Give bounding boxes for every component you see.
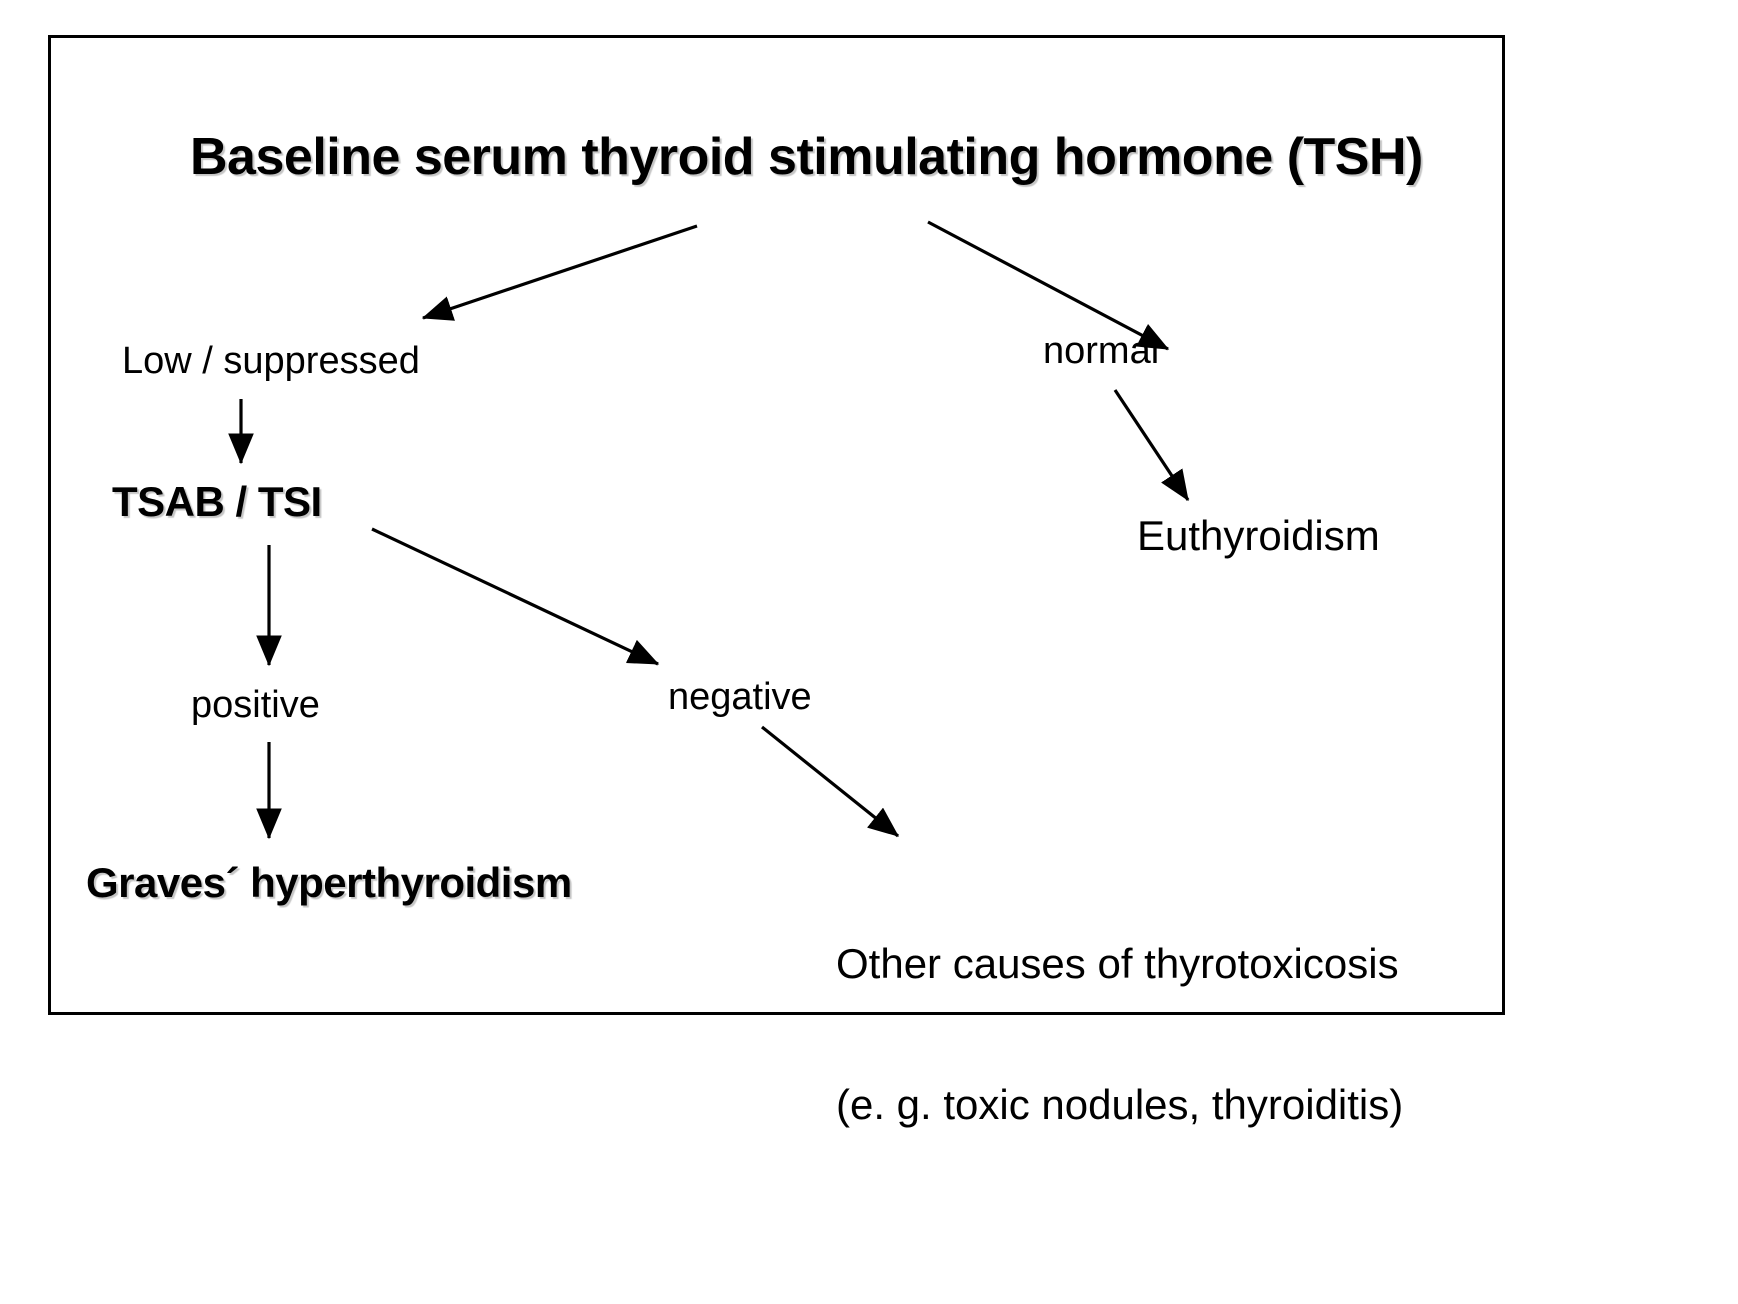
edge-label-positive: positive xyxy=(191,684,320,726)
node-graves-hyperthyroidism: Graves´ hyperthyroidism xyxy=(86,859,572,906)
node-euthyroidism: Euthyroidism xyxy=(1137,512,1380,559)
flowchart-frame xyxy=(48,35,1505,1015)
node-other-causes-line2: (e. g. toxic nodules, thyroiditis) xyxy=(836,1081,1404,1129)
node-other-causes: Other causes of thyrotoxicosis (e. g. to… xyxy=(836,846,1403,1222)
edge-label-low-suppressed: Low / suppressed xyxy=(122,340,420,382)
edge-label-normal: normal xyxy=(1043,330,1160,372)
node-other-causes-line1: Other causes of thyrotoxicosis xyxy=(836,940,1399,988)
node-tsab-tsi: TSAB / TSI xyxy=(112,478,322,525)
node-baseline-tsh: Baseline serum thyroid stimulating hormo… xyxy=(190,128,1423,186)
edge-label-negative: negative xyxy=(668,676,812,718)
footer-band: Diagnostic Flowchart for Thyrotoxicosis … xyxy=(0,1040,1738,1160)
